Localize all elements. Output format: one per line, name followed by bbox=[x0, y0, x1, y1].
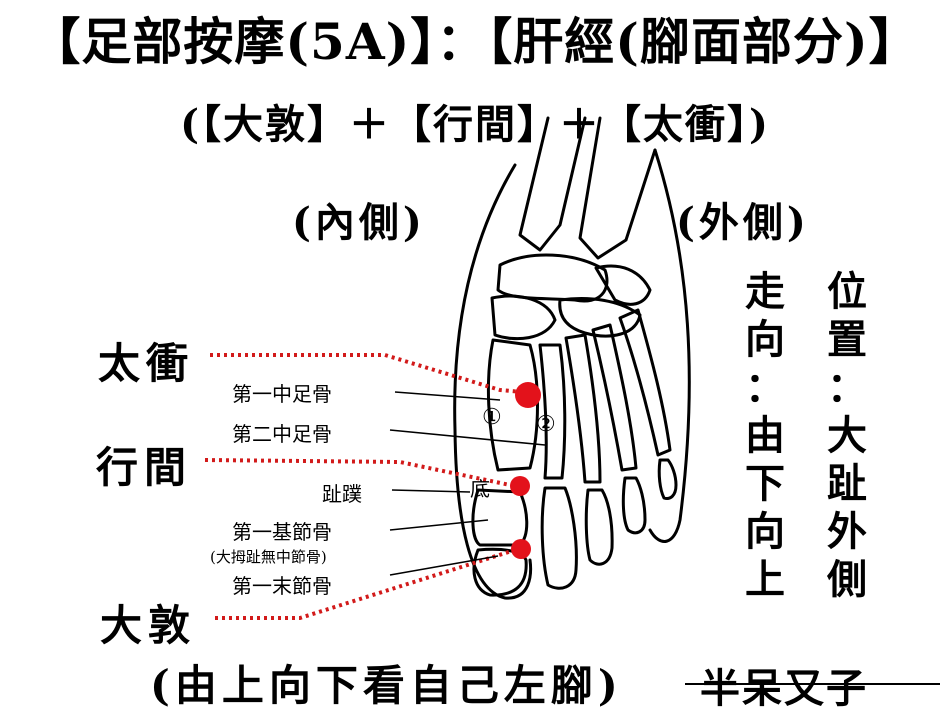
page-title: 【足部按摩(5A)】：【肝經(腳面部分)】 bbox=[30, 12, 920, 71]
position-char: ： bbox=[827, 364, 867, 411]
foot-outline bbox=[453, 116, 691, 600]
label-first-proximal-phalanx: 第一基節骨 bbox=[232, 520, 332, 544]
label-first-distal-phalanx: 第一末節骨 bbox=[232, 574, 332, 598]
label-first-metatarsal: 第一中足骨 bbox=[232, 382, 332, 406]
dotted-leaders bbox=[204, 353, 523, 620]
position-char: 側 bbox=[827, 556, 867, 603]
direction-char: 由 bbox=[745, 412, 785, 459]
label-big-toe-note: (大拇趾無中節骨) bbox=[210, 548, 327, 566]
acupoint-xingjian bbox=[510, 476, 530, 496]
point-label-taichong: 太衝 bbox=[98, 339, 195, 388]
point-label-dadun: 大敦 bbox=[100, 601, 197, 650]
acupoint-dadun bbox=[511, 539, 531, 559]
marker-1: ① bbox=[482, 405, 502, 430]
direction-char: 上 bbox=[745, 556, 785, 603]
marker-bottom: 底 bbox=[470, 477, 490, 501]
position-char: 位 bbox=[827, 268, 867, 315]
position-column: 位 置 ： 大 趾 外 側 bbox=[822, 268, 872, 604]
direction-char: 向 bbox=[745, 316, 785, 363]
page-subtitle: (【大敦】＋【行間】＋【太衝】) bbox=[180, 101, 770, 148]
position-char: 置 bbox=[827, 316, 867, 363]
direction-column: 走 向 ： 由 下 向 上 bbox=[740, 268, 790, 604]
acupoint-taichong bbox=[515, 382, 541, 408]
view-caption: (由上向下看自己左腳) bbox=[150, 661, 623, 710]
side-inner-label: (內側) bbox=[292, 199, 426, 246]
acupoints bbox=[510, 382, 541, 559]
dadun-leader bbox=[215, 548, 516, 620]
direction-char: 下 bbox=[745, 460, 785, 507]
position-char: 趾 bbox=[827, 460, 867, 507]
point-label-xingjian: 行間 bbox=[96, 443, 193, 492]
label-second-metatarsal: 第二中足骨 bbox=[232, 422, 332, 446]
direction-char: ： bbox=[745, 364, 785, 411]
marker-2: ② bbox=[536, 412, 556, 437]
author-signature: 半呆又子 bbox=[700, 665, 868, 712]
position-char: 大 bbox=[827, 412, 867, 459]
xingjian-leader bbox=[204, 458, 511, 487]
position-char: 外 bbox=[827, 508, 867, 555]
direction-char: 走 bbox=[745, 268, 785, 315]
label-toe-web: 趾蹼 bbox=[322, 482, 362, 506]
direction-char: 向 bbox=[745, 508, 785, 555]
anatomy-leaders bbox=[389, 391, 546, 576]
side-outer-label: (外側) bbox=[676, 199, 810, 246]
